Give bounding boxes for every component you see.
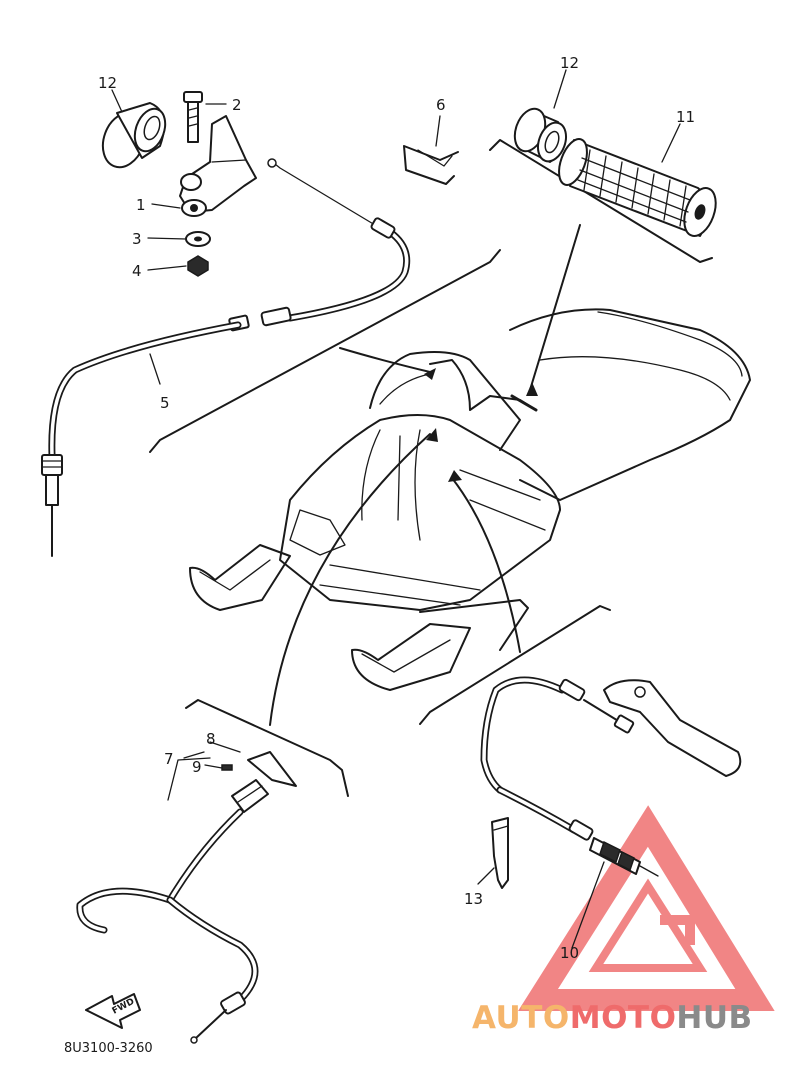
svg-text:AUTOMOTOHUB: AUTOMOTOHUB (472, 1000, 753, 1036)
grip-sleeve-left (101, 102, 167, 169)
callout-12-left: 12 (98, 74, 117, 92)
bracket-7 (167, 757, 211, 801)
watermark-text: AUTOMOTOHUB (472, 1000, 753, 1036)
washer (185, 231, 211, 247)
watermark-part-hub: HUB (676, 1000, 752, 1036)
callout-6: 6 (436, 96, 446, 114)
callout-labels: 12 2 1 3 4 5 6 12 11 8 7 9 13 10 (98, 54, 695, 962)
callout-9: 9 (192, 758, 202, 776)
nut (187, 255, 209, 277)
panel-divider-right (489, 139, 713, 263)
cable-adjuster (589, 837, 659, 877)
panel-divider-left (149, 249, 501, 453)
cable-clip (403, 145, 459, 185)
callout-7: 7 (164, 750, 174, 768)
snowmobile-body (189, 224, 751, 726)
throttle-cable (41, 158, 411, 557)
panel-divider-bottom-right (419, 605, 611, 725)
callout-13: 13 (464, 890, 483, 908)
callout-11: 11 (676, 108, 695, 126)
grip-sleeve-right (513, 107, 568, 163)
bolt (183, 91, 203, 143)
watermark-logo-triangle (518, 805, 775, 1011)
handlebar-grip (558, 138, 717, 237)
throttle-bracket (179, 115, 257, 217)
handlebar-panel-right (489, 107, 717, 263)
callout-8: 8 (206, 730, 216, 748)
forward-arrow-icon: FWD (85, 993, 141, 1029)
callout-3: 3 (132, 230, 142, 248)
callout-2: 2 (232, 96, 242, 114)
diagram-code: 8U3100-3260 (64, 1041, 153, 1056)
callout-leaders (111, 69, 681, 949)
callout-4: 4 (132, 262, 142, 280)
callout-10: 10 (560, 944, 579, 962)
cable-holder (491, 817, 509, 889)
brake-switch-panel: FWD (76, 699, 349, 1044)
callout-5: 5 (160, 394, 170, 412)
handlebar-panel-left (41, 91, 501, 557)
brake-lever-panel (419, 605, 742, 889)
brake-lever (603, 679, 742, 777)
watermark-part-moto: MOTO (570, 1000, 677, 1036)
panel-divider-bottom-left (185, 699, 349, 797)
watermark-part-auto: AUTO (472, 1000, 570, 1036)
callout-1: 1 (136, 196, 146, 214)
callout-12-right: 12 (560, 54, 579, 72)
